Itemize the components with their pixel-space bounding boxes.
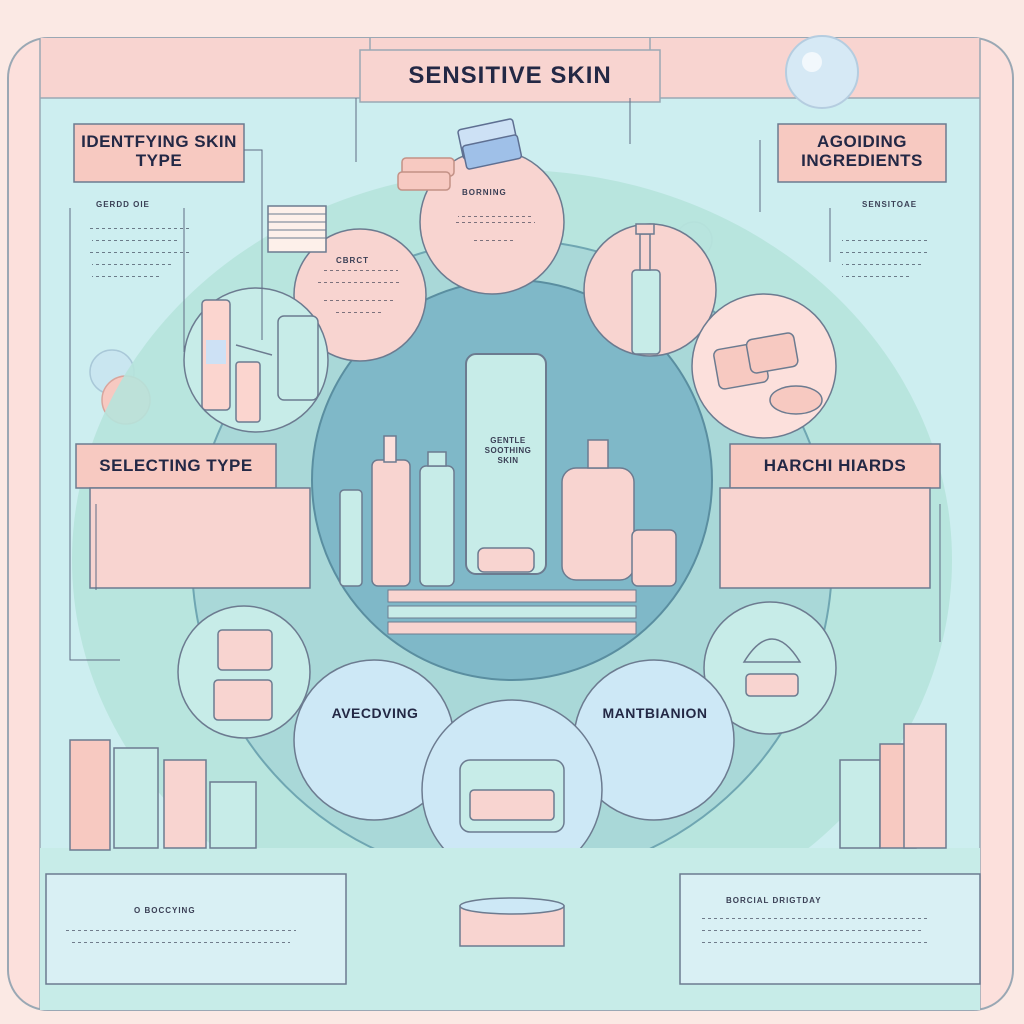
bubble-right-bottle: [583, 223, 717, 357]
central-products: [339, 353, 677, 635]
tube-label: GENTLE SOOTHING SKIN: [484, 436, 532, 465]
bubble-right-soap: [691, 293, 837, 439]
section-avecdving: AVECDVING: [331, 705, 419, 721]
side-panels: [73, 123, 947, 648]
bubble-top: [397, 118, 565, 295]
section-avoiding-ingredients: AGOIDING INGREDIENTS: [801, 132, 923, 170]
bubble-left-product: [267, 205, 427, 362]
label-left-sub: GERDD OIE: [96, 200, 150, 209]
bottom-bubbles: [177, 601, 837, 881]
bubble-left-tubes: [183, 287, 329, 433]
bottom-shelves: [40, 723, 981, 1010]
label-bubble-left: CBRCT: [336, 256, 369, 265]
section-harsh-hazards: HARCHI HIARDS: [763, 456, 907, 475]
section-selecting-type: SELECTING TYPE: [99, 456, 253, 475]
page-title: SENSITIVE SKIN: [408, 62, 612, 89]
label-bottom-left: O BOCCYING: [134, 906, 196, 915]
label-right-sub: SENSITOAE: [862, 200, 918, 209]
section-identifying-skin-type: IDENTFYING SKIN TYPE: [81, 132, 237, 170]
label-bottom-right: BORCIAL DRIGTDAY: [726, 896, 822, 905]
connector-lines: [69, 98, 941, 661]
title-plate: [359, 38, 661, 103]
label-bubble-top: BORNING: [462, 188, 507, 197]
section-maintenance: MANTBIANION: [602, 705, 708, 721]
